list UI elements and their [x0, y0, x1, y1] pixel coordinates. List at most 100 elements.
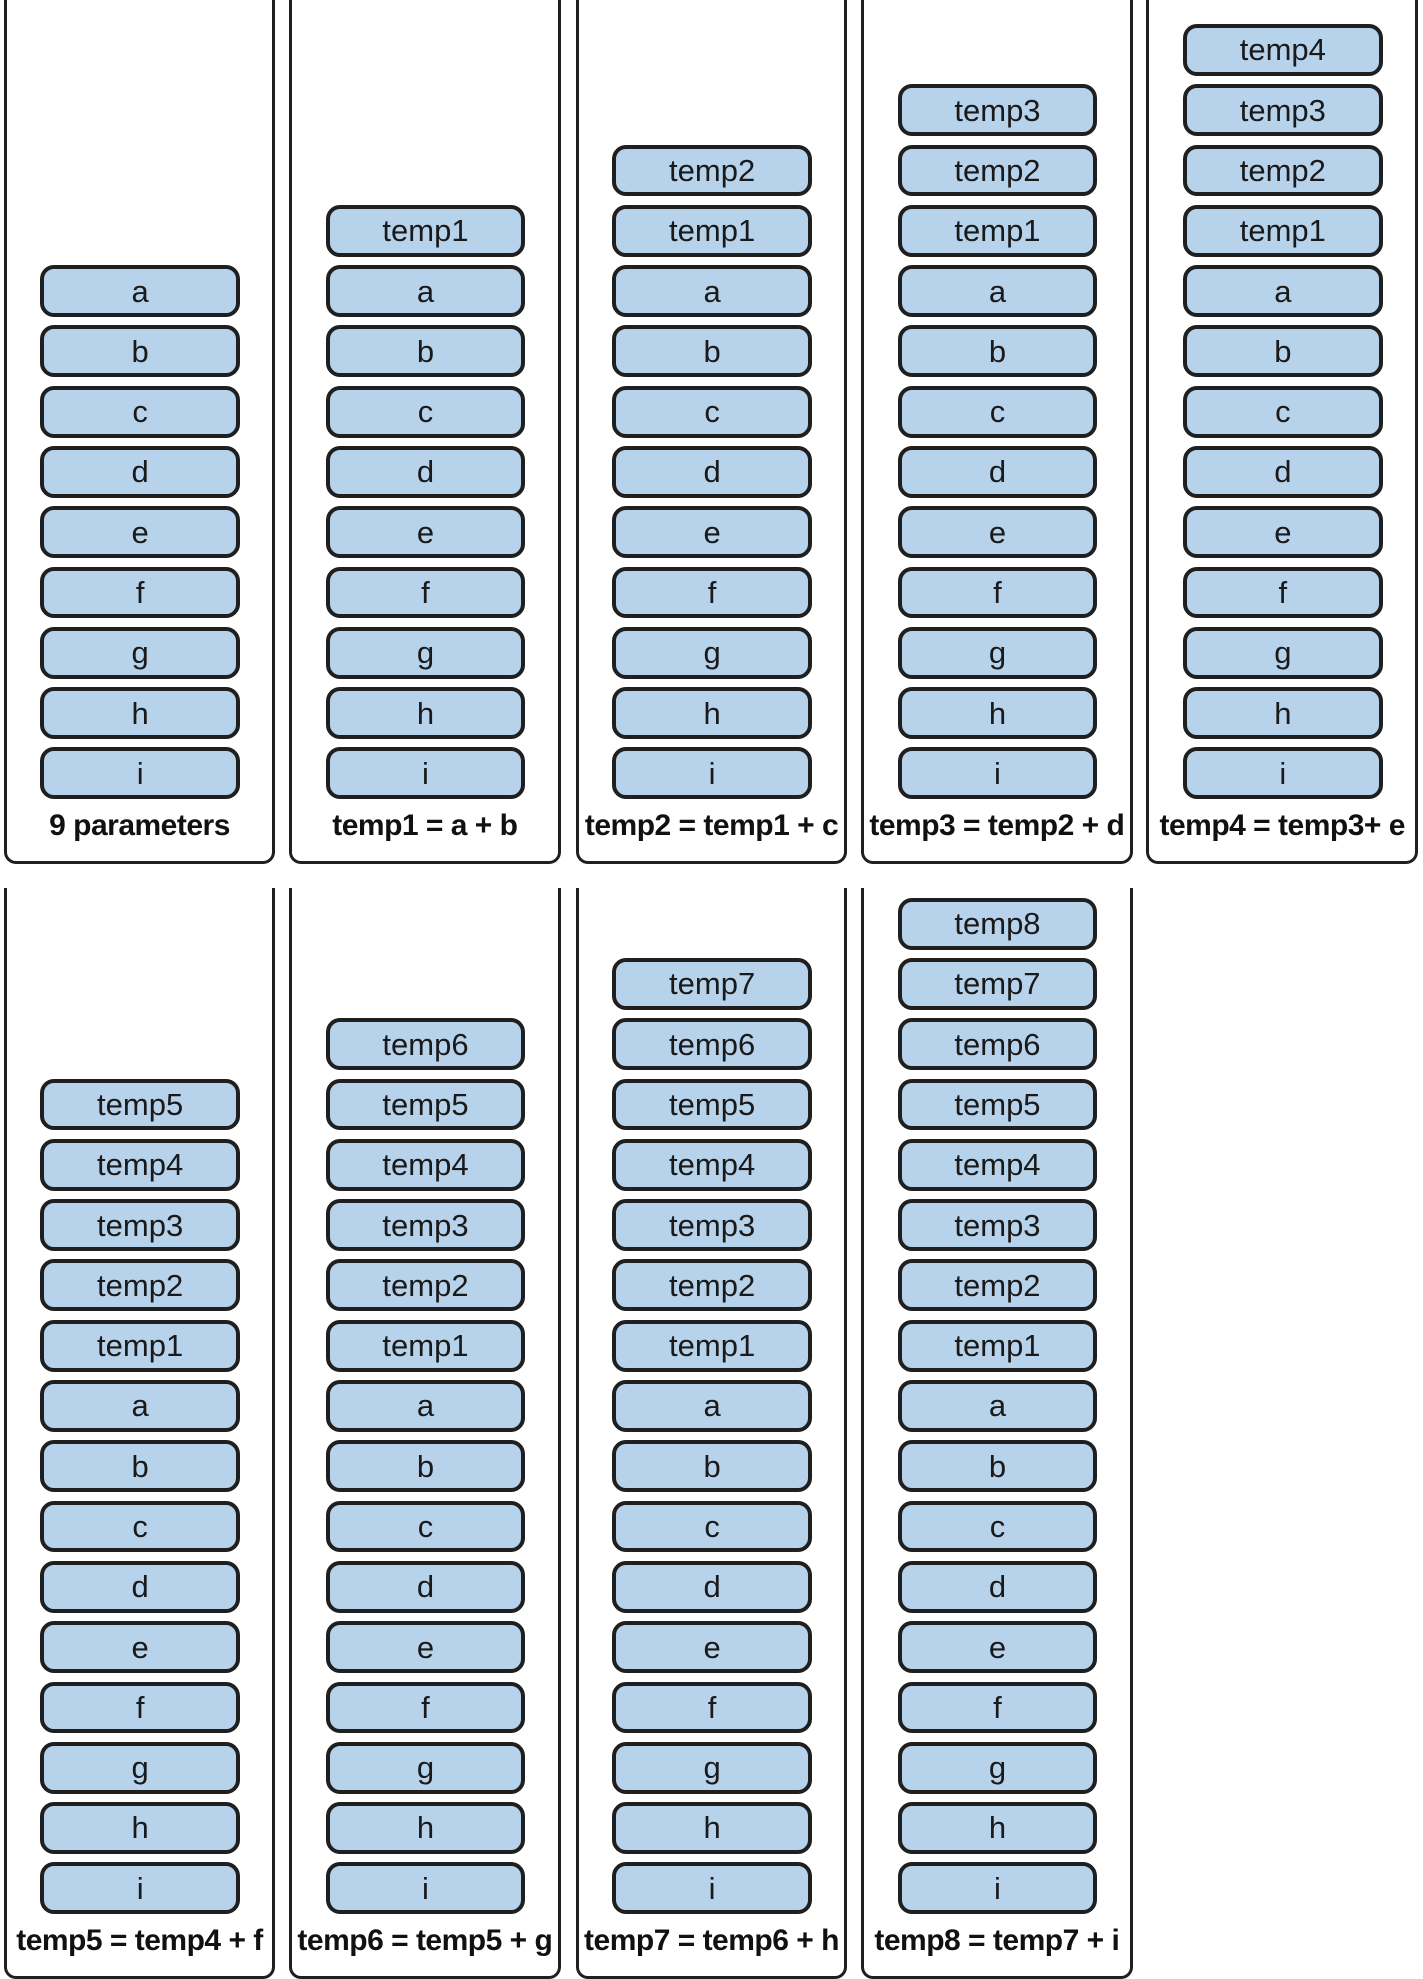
stack-slot: temp7	[612, 958, 812, 1010]
stack-slot: temp1	[897, 204, 1098, 257]
stack-slot: d	[40, 446, 240, 498]
stack-slot: temp3	[1183, 84, 1383, 137]
stack-caption: temp8 = temp7 + i	[874, 1923, 1120, 1957]
stack-slot: e	[897, 1621, 1098, 1673]
stack-slot: temp2	[897, 1259, 1098, 1312]
stack-slot: i	[897, 1862, 1098, 1915]
stack-slot: a	[325, 1380, 526, 1432]
stack-slot: e	[897, 506, 1098, 559]
stack-slot: d	[325, 446, 526, 498]
stack-slot: h	[612, 1802, 812, 1854]
stack-slot: temp5	[40, 1078, 240, 1131]
stack-slot: d	[612, 1560, 812, 1613]
stack-slot: c	[325, 385, 526, 438]
stack-slot: e	[40, 1621, 240, 1673]
stack-slot: temp8	[897, 897, 1098, 950]
stack-slot: d	[40, 1560, 240, 1613]
stack-slot: temp5	[897, 1078, 1098, 1131]
stack-slot: e	[325, 1621, 526, 1673]
stack-slot: temp2	[612, 144, 812, 197]
stack-slot: temp4	[40, 1138, 240, 1191]
stack-slot: i	[325, 1862, 526, 1915]
stack-slot: temp3	[612, 1199, 812, 1251]
stack-slot: b	[40, 1440, 240, 1493]
stack-slot: e	[612, 1621, 812, 1673]
stack-slot: b	[612, 1440, 812, 1493]
stack-slot: h	[40, 1802, 240, 1854]
stack-slot: a	[325, 265, 526, 317]
stack-slot: temp5	[325, 1078, 526, 1131]
stack-slot: a	[40, 1380, 240, 1432]
stack-slot: temp3	[325, 1199, 526, 1251]
stack-slot: f	[897, 566, 1098, 619]
stack-slot: temp1	[612, 1319, 812, 1372]
stack-slot: c	[40, 1500, 240, 1553]
stack-caption: temp3 = temp2 + d	[869, 808, 1125, 842]
stack-caption: temp7 = temp6 + h	[584, 1923, 839, 1957]
stack-slot: d	[612, 446, 812, 498]
stack-slot: f	[325, 1681, 526, 1734]
stack-slot: g	[40, 1741, 240, 1794]
stack-slot: i	[40, 1862, 240, 1915]
stack-slot: f	[1183, 566, 1383, 619]
stack-slot: a	[40, 265, 240, 317]
stack-slot: h	[1183, 687, 1383, 739]
stack-container	[3, 887, 276, 1979]
stack-slot: i	[1183, 747, 1383, 800]
stack-slot: d	[1183, 446, 1383, 498]
stack-slot: temp4	[897, 1138, 1098, 1191]
stack-slot: i	[325, 747, 526, 800]
stack-slot: d	[897, 1560, 1098, 1613]
stack-slot: temp4	[612, 1138, 812, 1191]
stack-caption: temp5 = temp4 + f	[16, 1923, 263, 1957]
stack-slot: g	[325, 1741, 526, 1794]
stack-slot: e	[40, 506, 240, 559]
stack-slot: i	[612, 747, 812, 800]
stack-slot: b	[40, 325, 240, 378]
stack-slot: h	[897, 1802, 1098, 1854]
stack-slot: f	[612, 1681, 812, 1734]
stack-slot: a	[897, 265, 1098, 317]
stack-slot: g	[612, 1741, 812, 1794]
stack-slot: c	[325, 1500, 526, 1553]
stack-slot: temp6	[612, 1018, 812, 1071]
stack-slot: temp1	[325, 1319, 526, 1372]
stack-slot: h	[40, 687, 240, 739]
stack-slot: temp1	[1183, 204, 1383, 257]
stack-slot: e	[1183, 506, 1383, 559]
stack-slot: f	[40, 566, 240, 619]
stack-slot: temp2	[1183, 144, 1383, 197]
stack-slot: b	[897, 1440, 1098, 1493]
stack-slot: h	[612, 687, 812, 739]
stack-slot: temp1	[325, 204, 526, 257]
stack-slot: temp2	[40, 1259, 240, 1312]
stack-slot: temp1	[40, 1319, 240, 1372]
stack-slot: temp2	[612, 1259, 812, 1312]
stack-slot: temp6	[897, 1018, 1098, 1071]
stack-slot: temp6	[325, 1018, 526, 1071]
stack-slot: f	[612, 566, 812, 619]
stack-slot: b	[897, 325, 1098, 378]
stack-slot: temp3	[897, 84, 1098, 137]
stack-slot: b	[325, 325, 526, 378]
stack-slot: c	[897, 1500, 1098, 1553]
stack-slot: d	[897, 446, 1098, 498]
stack-slot: b	[325, 1440, 526, 1493]
stack-slot: e	[325, 506, 526, 559]
stack-slot: c	[1183, 385, 1383, 438]
stack-slot: temp1	[612, 204, 812, 257]
stack-slot: temp2	[325, 1259, 526, 1312]
stack-slot: h	[325, 1802, 526, 1854]
stack-slot: g	[325, 626, 526, 679]
stack-slot: temp7	[897, 958, 1098, 1010]
stack-slot: c	[612, 1500, 812, 1553]
stack-slot: g	[40, 626, 240, 679]
stack-slot: temp4	[1183, 23, 1383, 76]
stack-slot: f	[897, 1681, 1098, 1734]
stack-slot: a	[612, 1380, 812, 1432]
stack-slot: f	[325, 566, 526, 619]
stack-slot: g	[897, 626, 1098, 679]
stack-caption: temp4 = temp3+ e	[1159, 808, 1405, 842]
stack-slot: i	[40, 747, 240, 800]
